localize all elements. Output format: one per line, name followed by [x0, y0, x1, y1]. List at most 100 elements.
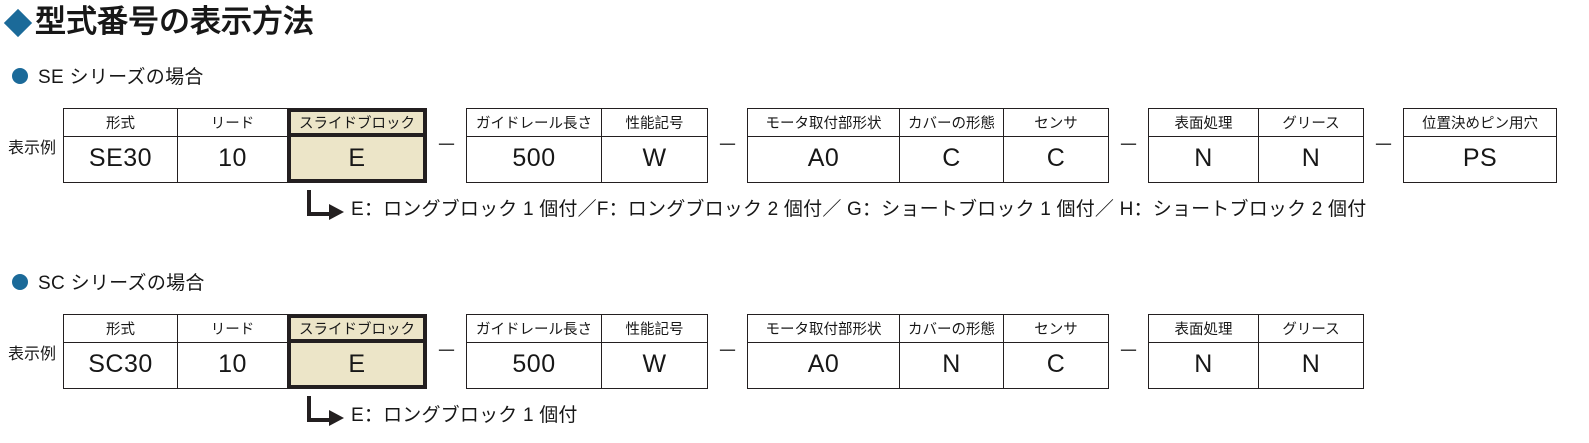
- column-value: N: [1301, 350, 1321, 378]
- column-value: 500: [512, 144, 556, 172]
- group-separator: －: [717, 340, 739, 363]
- column-header: 性能記号: [602, 109, 708, 137]
- callout-note: E：ロングブロック 1 個付／F：ロングブロック 2 個付／ G：ショートブロッ…: [351, 199, 1367, 220]
- callout-se: E：ロングブロック 1 個付／F：ロングブロック 2 個付／ G：ショートブロッ…: [307, 190, 1366, 220]
- column-value: A0: [807, 144, 840, 172]
- column-value: C: [1046, 350, 1066, 378]
- example-label: 表示例: [8, 139, 57, 157]
- column-header: 表面処理: [1149, 315, 1259, 343]
- page-title: 型式番号の表示方法: [3, 4, 314, 39]
- bullet-circle-icon: [12, 67, 28, 84]
- arrow-head-icon: [329, 410, 344, 426]
- group-separator: －: [1118, 340, 1140, 363]
- column-header: センサ: [1004, 315, 1109, 343]
- example-label: 表示例: [8, 345, 57, 363]
- column-header: スライドブロック: [291, 112, 424, 137]
- code-group: ガイドレール長さ 500 性能記号 W: [466, 108, 709, 183]
- column-header: ガイドレール長さ: [467, 109, 602, 137]
- code-column-lead[interactable]: リード 10: [178, 109, 289, 182]
- code-column-sensor[interactable]: センサ C: [1004, 109, 1109, 182]
- column-header: 形式: [64, 315, 178, 343]
- code-column-cover[interactable]: カバーの形態 N: [900, 315, 1005, 388]
- model-code-groups-sc: 形式 SC30 リード 10 スライドブロック E － ガイドレール長さ 500…: [63, 314, 1365, 389]
- column-header: 表面処理: [1149, 109, 1259, 137]
- column-header: カバーの形態: [900, 315, 1004, 343]
- column-header: ガイドレール長さ: [467, 315, 602, 343]
- column-header: リード: [178, 109, 288, 137]
- column-value: 500: [512, 350, 556, 378]
- code-group: モータ取付部形状 A0 カバーの形態 C センサ C: [747, 108, 1110, 183]
- code-column-surface-treatment[interactable]: 表面処理 N: [1149, 315, 1260, 388]
- column-header: 形式: [64, 109, 178, 137]
- code-column-lead[interactable]: リード 10: [178, 315, 289, 388]
- group-separator: －: [1118, 134, 1140, 157]
- diamond-icon: [3, 8, 33, 37]
- section-heading-label: SC シリーズの場合: [38, 273, 205, 294]
- column-value: PS: [1462, 144, 1498, 172]
- section-heading-label: SE シリーズの場合: [38, 67, 204, 88]
- code-group: 表面処理 N グリース N: [1148, 314, 1365, 389]
- code-column-rail-length[interactable]: ガイドレール長さ 500: [467, 315, 603, 388]
- code-column-grease[interactable]: グリース N: [1259, 109, 1364, 182]
- column-value: N: [1194, 350, 1213, 378]
- group-separator: －: [717, 134, 739, 157]
- group-separator: －: [1373, 134, 1395, 157]
- section-heading-se: SE シリーズの場合: [12, 62, 204, 89]
- code-column-slide-block[interactable]: スライドブロック E: [287, 314, 428, 389]
- code-column-slide-block[interactable]: スライドブロック E: [287, 108, 428, 183]
- code-column-cover[interactable]: カバーの形態 C: [900, 109, 1005, 182]
- bullet-circle-icon: [12, 273, 28, 290]
- column-header: リード: [178, 315, 288, 343]
- code-column-sensor[interactable]: センサ C: [1004, 315, 1109, 388]
- code-group: 表面処理 N グリース N: [1148, 108, 1365, 183]
- elbow-connector-icon: [307, 190, 329, 216]
- model-code-groups-se: 形式 SE30 リード 10 スライドブロック E － ガイドレール長さ 500…: [63, 108, 1558, 183]
- code-column-form[interactable]: 形式 SC30: [64, 315, 179, 388]
- code-group: ガイドレール長さ 500 性能記号 W: [466, 314, 709, 389]
- column-value: N: [942, 350, 961, 378]
- group-separator: －: [436, 340, 458, 363]
- example-row-sc: 表示例 形式 SC30 リード 10 スライドブロック E － ガイドレール長さ…: [8, 314, 1365, 389]
- code-column-performance[interactable]: 性能記号 W: [602, 315, 708, 388]
- column-header: グリース: [1259, 109, 1364, 137]
- elbow-connector-icon: [307, 396, 329, 422]
- callout-note: E：ロングブロック 1 個付: [351, 405, 578, 426]
- code-group: 形式 SE30 リード 10 スライドブロック E: [63, 108, 428, 183]
- code-column-form[interactable]: 形式 SE30: [64, 109, 179, 182]
- code-column-locating-pin-hole[interactable]: 位置決めピン用穴 PS: [1404, 109, 1557, 182]
- code-group: 位置決めピン用穴 PS: [1403, 108, 1558, 183]
- column-value: A0: [807, 350, 840, 378]
- section-heading-sc: SC シリーズの場合: [12, 268, 205, 295]
- column-value: W: [642, 350, 667, 378]
- column-header: モータ取付部形状: [748, 109, 900, 137]
- code-group: 形式 SC30 リード 10 スライドブロック E: [63, 314, 428, 389]
- arrow-head-icon: [329, 204, 344, 220]
- column-value: SE30: [88, 144, 153, 172]
- column-header: モータ取付部形状: [748, 315, 900, 343]
- code-column-grease[interactable]: グリース N: [1259, 315, 1364, 388]
- column-header: グリース: [1259, 315, 1364, 343]
- column-value: E: [291, 343, 424, 385]
- column-value: 10: [218, 144, 247, 172]
- code-column-motor-mount[interactable]: モータ取付部形状 A0: [748, 315, 901, 388]
- code-column-surface-treatment[interactable]: 表面処理 N: [1149, 109, 1260, 182]
- column-header: センサ: [1004, 109, 1109, 137]
- code-group: モータ取付部形状 A0 カバーの形態 N センサ C: [747, 314, 1110, 389]
- column-header: 性能記号: [602, 315, 708, 343]
- code-column-rail-length[interactable]: ガイドレール長さ 500: [467, 109, 603, 182]
- column-value: N: [1194, 144, 1213, 172]
- column-value: E: [291, 137, 424, 179]
- column-value: SC30: [88, 350, 153, 378]
- example-row-se: 表示例 形式 SE30 リード 10 スライドブロック E － ガイドレール長さ…: [8, 108, 1558, 183]
- code-column-performance[interactable]: 性能記号 W: [602, 109, 708, 182]
- column-header: 位置決めピン用穴: [1404, 109, 1557, 137]
- column-value: 10: [218, 350, 247, 378]
- code-column-motor-mount[interactable]: モータ取付部形状 A0: [748, 109, 901, 182]
- column-value: N: [1301, 144, 1321, 172]
- column-header: スライドブロック: [291, 318, 424, 343]
- column-value: C: [942, 144, 961, 172]
- group-separator: －: [436, 134, 458, 157]
- page-title-text: 型式番号の表示方法: [35, 4, 314, 39]
- column-header: カバーの形態: [900, 109, 1004, 137]
- column-value: C: [1046, 144, 1066, 172]
